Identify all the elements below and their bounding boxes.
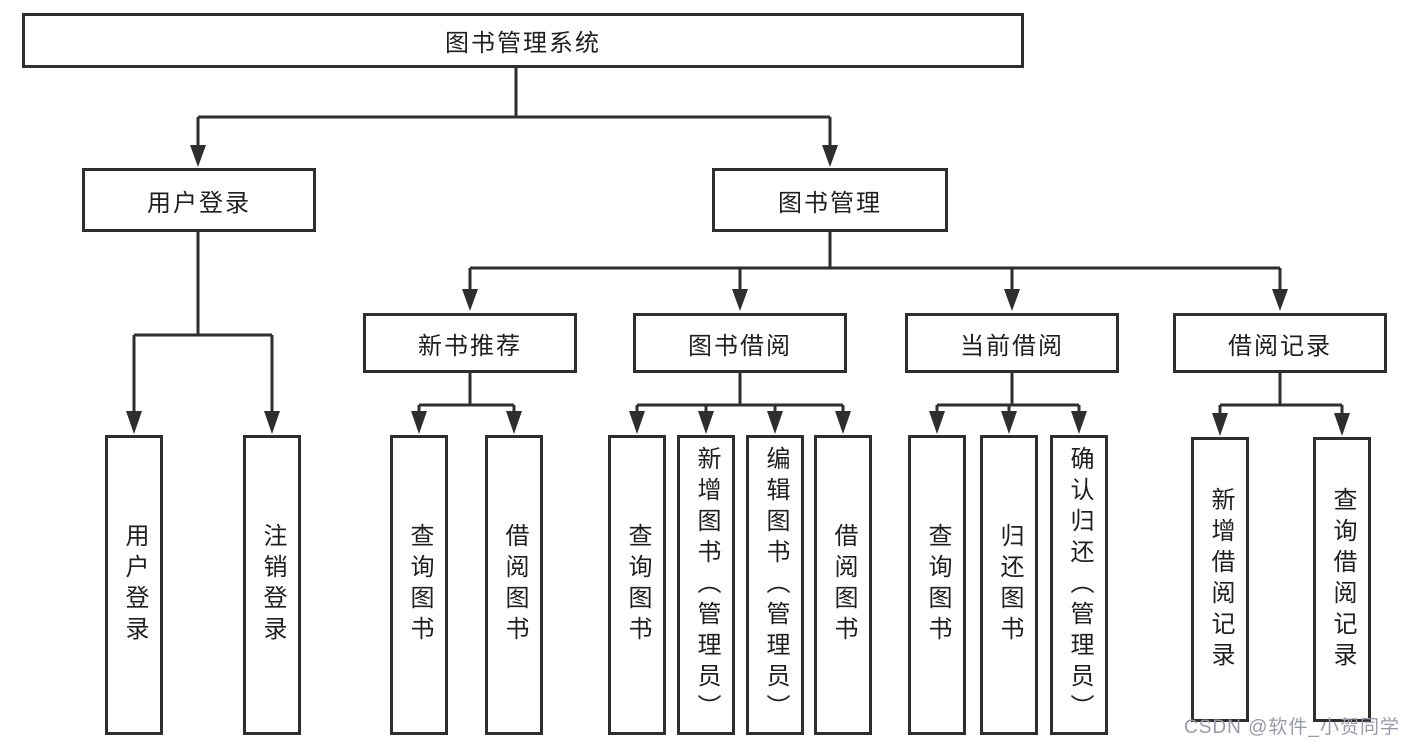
leaf-user-login: 用户登录 xyxy=(105,435,163,735)
leaf-nb-borrow-books-label: 借阅图书 xyxy=(501,523,528,647)
csdn-watermark: CSDN @软件_小贺同学 xyxy=(1184,717,1400,738)
leaf-bb-add-books-admin: 新增图书（管理员） xyxy=(677,435,735,735)
leaf-logout: 注销登录 xyxy=(243,435,301,735)
leaf-br-query-record: 查询借阅记录 xyxy=(1313,437,1371,722)
leaf-bb-edit-books-admin-label: 编辑图书（管理员） xyxy=(762,445,789,725)
leaf-cb-confirm-return-admin-label: 确认归还（管理员） xyxy=(1066,445,1093,725)
node-new-books: 新书推荐 xyxy=(363,313,577,373)
node-book-mgmt: 图书管理 xyxy=(712,168,948,232)
node-root-label: 图书管理系统 xyxy=(445,30,601,57)
leaf-nb-borrow-books: 借阅图书 xyxy=(485,435,543,735)
leaf-bb-edit-books-admin: 编辑图书（管理员） xyxy=(746,435,804,735)
leaf-bb-borrow-books: 借阅图书 xyxy=(814,435,872,735)
node-root: 图书管理系统 xyxy=(22,13,1024,68)
node-borrow-records-label: 借阅记录 xyxy=(1228,332,1332,360)
leaf-br-add-record-label: 新增借阅记录 xyxy=(1207,486,1234,673)
leaf-cb-query-books: 查询图书 xyxy=(908,435,966,735)
leaf-bb-add-books-admin-label: 新增图书（管理员） xyxy=(693,445,720,725)
leaf-nb-query-books: 查询图书 xyxy=(390,435,448,735)
leaf-cb-query-books-label: 查询图书 xyxy=(924,523,951,647)
leaf-cb-return-books-label: 归还图书 xyxy=(996,523,1023,647)
node-user-login: 用户登录 xyxy=(82,168,316,232)
leaf-nb-query-books-label: 查询图书 xyxy=(406,523,433,647)
arrowheads xyxy=(126,145,1350,436)
leaf-cb-return-books: 归还图书 xyxy=(980,435,1038,735)
node-new-books-label: 新书推荐 xyxy=(418,332,522,360)
node-book-borrow: 图书借阅 xyxy=(633,313,847,373)
leaf-br-add-record: 新增借阅记录 xyxy=(1191,437,1249,722)
leaf-bb-borrow-books-label: 借阅图书 xyxy=(830,523,857,647)
node-borrow-records: 借阅记录 xyxy=(1173,313,1387,373)
leaf-bb-query-books-label: 查询图书 xyxy=(624,523,651,647)
node-current-borrow-label: 当前借阅 xyxy=(960,332,1064,360)
node-current-borrow: 当前借阅 xyxy=(905,313,1119,373)
leaf-user-login-label: 用户登录 xyxy=(121,523,148,647)
node-book-mgmt-label: 图书管理 xyxy=(778,189,882,217)
leaf-cb-confirm-return-admin: 确认归还（管理员） xyxy=(1050,435,1108,735)
leaf-logout-label: 注销登录 xyxy=(259,523,286,647)
leaf-br-query-record-label: 查询借阅记录 xyxy=(1329,486,1356,673)
node-book-borrow-label: 图书借阅 xyxy=(688,332,792,360)
node-user-login-label: 用户登录 xyxy=(147,189,251,217)
leaf-bb-query-books: 查询图书 xyxy=(608,435,666,735)
